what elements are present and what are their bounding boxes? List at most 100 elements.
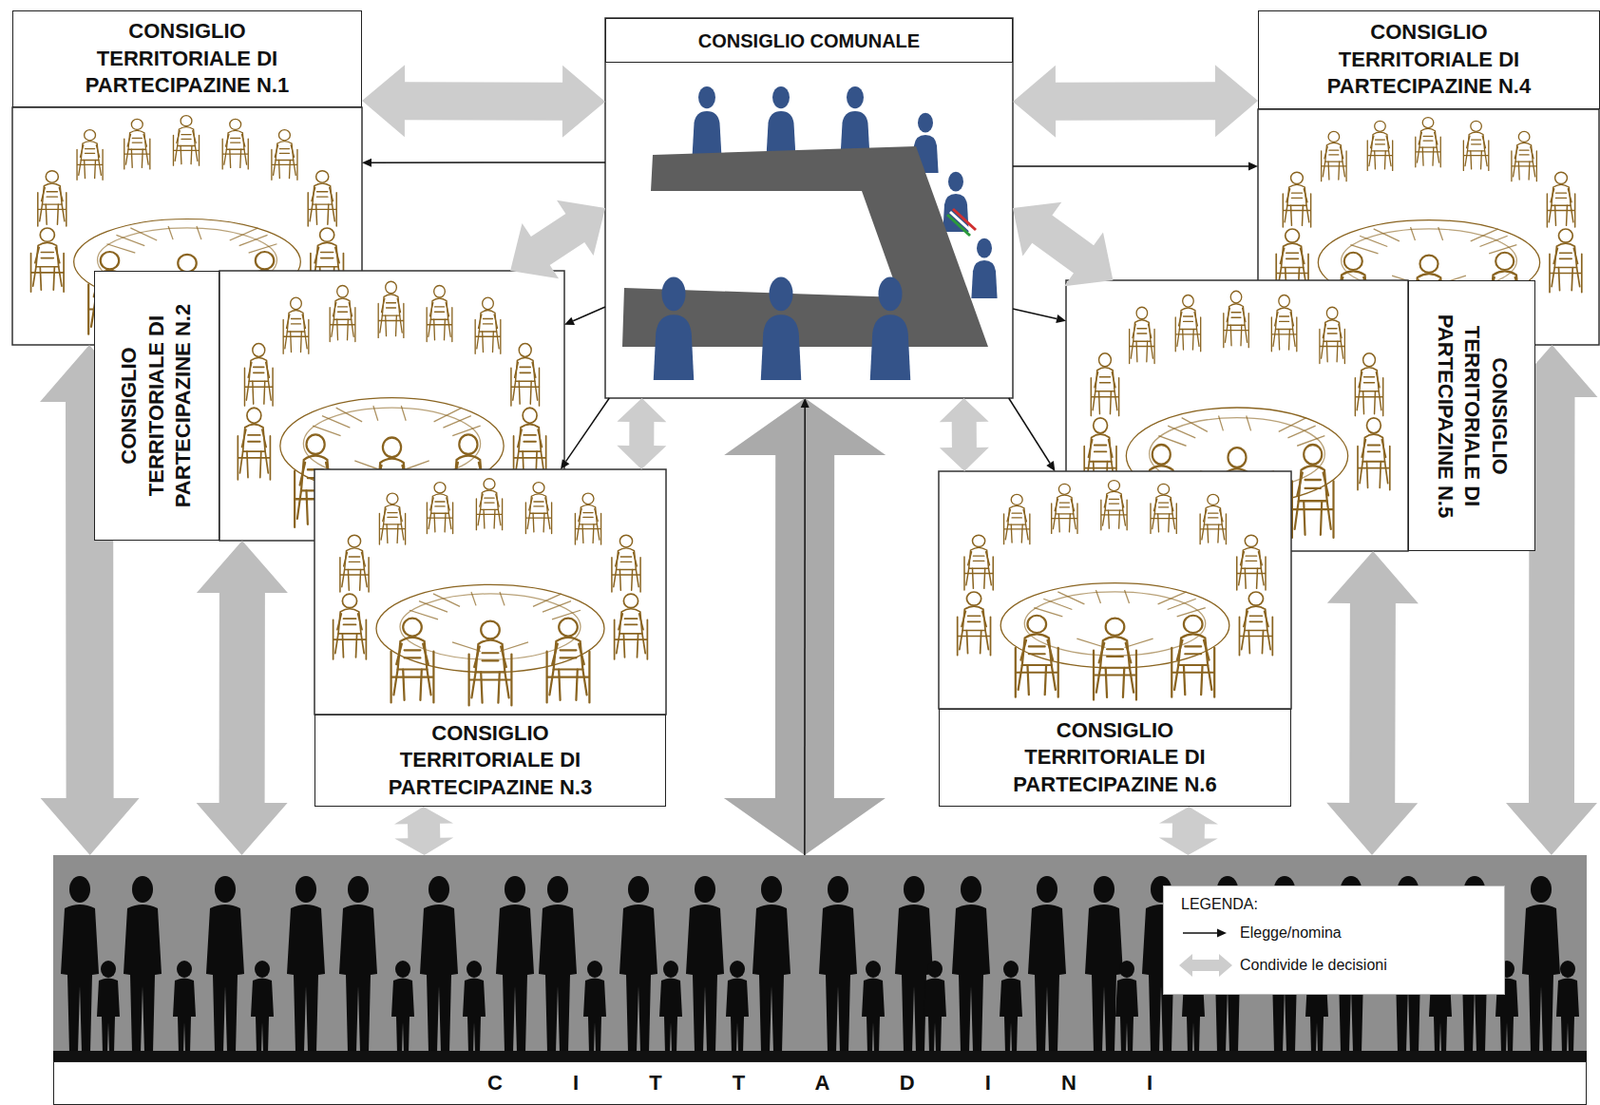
meeting-picture: [333, 478, 648, 706]
legend-line: [1182, 932, 1218, 934]
picture-frame: [314, 469, 667, 715]
legend-heading: LEGENDA:: [1180, 895, 1258, 914]
node-label-box: CONSIGLIO TERRITORIALE DI PARTECIPAZINE …: [12, 10, 362, 108]
node-title: CONSIGLIO TERRITORIALE DI PARTECIPAZINE …: [1304, 19, 1554, 101]
node-label-box: CONSIGLIO TERRITORIALE DI PARTECIPAZINE …: [1257, 10, 1600, 110]
rotated-label: CONSIGLIO TERRITORIALE DI PARTECIPAZINE …: [115, 278, 198, 534]
council-box: CONSIGLIO COMUNALE: [605, 18, 1013, 399]
mayor-sash: [952, 209, 976, 230]
shared-decision-arrow: [1159, 806, 1219, 856]
node-title: CONSIGLIO TERRITORIALE DI PARTECIPAZINE …: [990, 717, 1240, 800]
legend-arrow-sample: [1177, 919, 1235, 947]
child: [659, 960, 683, 1054]
shared-decision-connector: [196, 540, 288, 856]
adult: [895, 876, 934, 1053]
shared-decision-connector: [939, 398, 990, 472]
child: [172, 960, 196, 1054]
child: [391, 960, 415, 1054]
shared-decision-connector: [1012, 64, 1258, 138]
election-connector: [564, 306, 606, 325]
election-line: [803, 407, 806, 856]
council-frame: [605, 18, 1013, 399]
councillor: [870, 276, 912, 381]
child: [1115, 960, 1139, 1054]
node-label-box: CONSIGLIO TERRITORIALE DI PARTECIPAZINE …: [938, 708, 1292, 807]
adult: [819, 876, 858, 1053]
child: [462, 960, 486, 1054]
legend-double-arrow-sample: [1177, 952, 1235, 979]
node-label-box: CONSIGLIO TERRITORIALE DI PARTECIPAZINE …: [314, 714, 667, 807]
councillor: [761, 276, 802, 381]
participation-council: CONSIGLIO TERRITORIALE DI PARTECIPAZINE …: [314, 469, 667, 807]
node-label-box: CONSIGLIO TERRITORIALE DI PARTECIPAZINE …: [94, 270, 220, 541]
adult: [339, 876, 378, 1053]
shared-decision-connector: [510, 200, 606, 280]
adult: [419, 876, 458, 1053]
node-title: CONSIGLIO TERRITORIALE DI PARTECIPAZINE …: [365, 720, 615, 802]
arrowhead: [800, 398, 810, 408]
election-line: [566, 398, 610, 462]
node-title: C I T T A D I N I: [455, 1069, 1185, 1098]
shared-decision-connector: [1159, 806, 1219, 856]
child: [96, 960, 120, 1054]
shared-decision-connector: [616, 398, 667, 470]
legend-box: LEGENDA:Elegge/nominaCondivide le decisi…: [1162, 885, 1505, 995]
election-line: [1012, 308, 1057, 320]
legend-arrowhead: [1217, 929, 1227, 938]
participation-council: CONSIGLIO TERRITORIALE DI PARTECIPAZINE …: [94, 270, 565, 541]
child: [1556, 960, 1580, 1054]
node-title: CONSIGLIO COMUNALE: [698, 28, 920, 54]
child: [999, 960, 1023, 1054]
arrowhead: [564, 317, 575, 325]
node-title: CONSIGLIO TERRITORIALE DI PARTECIPAZINE …: [115, 281, 198, 531]
election-connector: [1012, 162, 1258, 172]
shared-decision-arrow: [723, 398, 886, 856]
councillor: [653, 276, 695, 381]
arrowhead: [361, 158, 372, 168]
child: [583, 960, 607, 1054]
adult: [538, 876, 577, 1053]
shared-decision-arrow: [510, 200, 606, 280]
councillor: [971, 238, 997, 299]
rotated-label: CONSIGLIO TERRITORIALE DI PARTECIPAZINE …: [1430, 287, 1513, 544]
adult: [952, 876, 991, 1053]
adult: [1085, 876, 1124, 1053]
adult: [206, 876, 245, 1053]
node-title: CONSIGLIO TERRITORIALE DI PARTECIPAZINE …: [1430, 291, 1513, 541]
councillor: [766, 86, 797, 154]
election-connector: [361, 158, 606, 168]
picture-frame: [938, 471, 1292, 709]
election-line: [1012, 165, 1249, 168]
election-connector: [1009, 398, 1056, 472]
child: [250, 960, 274, 1054]
arrowhead: [1248, 162, 1258, 172]
arrowhead: [1046, 460, 1055, 472]
adult: [619, 876, 658, 1053]
adult: [495, 876, 534, 1053]
shared-decision-connector: [394, 806, 454, 856]
citizens-crowd: [60, 876, 1580, 1054]
child: [923, 960, 947, 1054]
shared-decision-connector: [1012, 202, 1113, 286]
shared-decision-arrow: [1012, 202, 1113, 286]
adult: [685, 876, 724, 1053]
election-line: [1009, 398, 1050, 464]
meeting-picture: [957, 480, 1274, 701]
legend-text: Elegge/nomina: [1239, 924, 1342, 942]
adult: [1522, 876, 1561, 1053]
shared-decision-arrow: [939, 398, 990, 472]
participation-council: CONSIGLIO TERRITORIALE DI PARTECIPAZINE …: [1066, 280, 1536, 552]
participation-council: CONSIGLIO TERRITORIALE DI PARTECIPAZINE …: [938, 471, 1292, 807]
shared-decision-connector: [361, 64, 606, 138]
shared-decision-arrow: [361, 64, 606, 138]
shared-decision-arrow: [1012, 64, 1258, 138]
node-label-box: CONSIGLIO TERRITORIALE DI PARTECIPAZINE …: [1408, 280, 1536, 552]
child: [725, 960, 749, 1054]
election-line: [572, 306, 606, 322]
node-label-box: C I T T A D I N I: [53, 1061, 1587, 1105]
adult: [752, 876, 791, 1053]
legend-double-arrow: [1179, 953, 1233, 977]
election-connector: [800, 398, 810, 856]
election-connector: [1012, 308, 1067, 324]
